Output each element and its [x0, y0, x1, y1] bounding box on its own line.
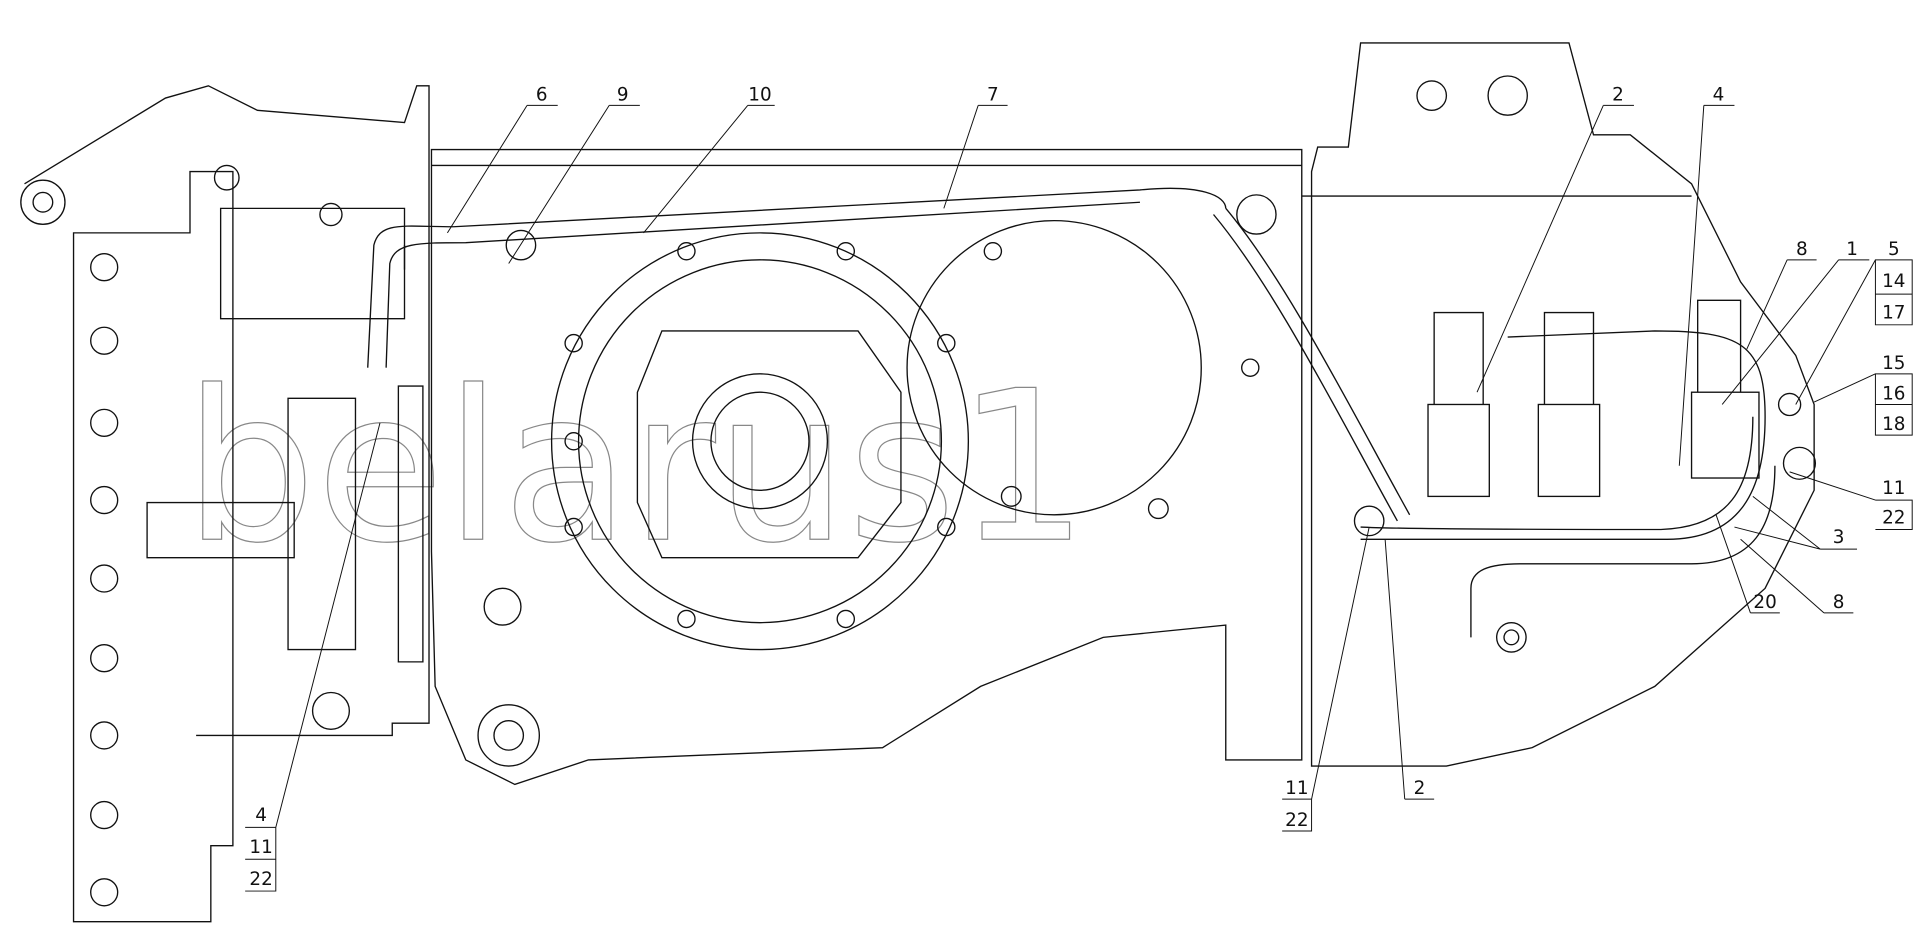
callout-9: 9	[617, 85, 629, 106]
callout-8-top: 8	[1796, 239, 1808, 260]
callout-1: 1	[1846, 239, 1858, 260]
callout-15: 15	[1882, 353, 1905, 374]
hitch-frame	[20, 85, 430, 923]
callout-22-left: 22	[249, 869, 272, 890]
callout-11-bottom: 11	[1285, 778, 1308, 799]
callout-22-bottom: 22	[1285, 810, 1308, 831]
callout-14: 14	[1882, 271, 1905, 292]
pipeline-upper	[367, 187, 1227, 368]
callout-20: 20	[1753, 592, 1776, 613]
callout-11-right: 11	[1882, 478, 1905, 499]
callout-2-top: 2	[1612, 85, 1624, 106]
callout-6: 6	[536, 85, 548, 106]
callout-18: 18	[1882, 414, 1905, 435]
callout-4-top: 4	[1713, 85, 1725, 106]
callout-5: 5	[1888, 239, 1900, 260]
watermark: belarus1	[184, 347, 1089, 589]
callout-4-left: 4	[255, 805, 267, 826]
callout-3: 3	[1833, 527, 1845, 548]
callouts: 6 9 10 7 2 4 8 1 5 14 17 15 16 18 11 22 …	[245, 85, 1913, 892]
callout-16: 16	[1882, 384, 1905, 405]
callout-11-left: 11	[249, 837, 272, 858]
callout-7: 7	[987, 85, 999, 106]
callout-17: 17	[1882, 303, 1905, 324]
callout-10: 10	[748, 85, 771, 106]
callout-2-bottom: 2	[1414, 778, 1426, 799]
callout-8-bottom: 8	[1833, 592, 1845, 613]
valve-block-housing	[1212, 42, 1817, 767]
gearbox-housing	[430, 148, 1303, 786]
callout-22-right: 22	[1882, 507, 1905, 528]
